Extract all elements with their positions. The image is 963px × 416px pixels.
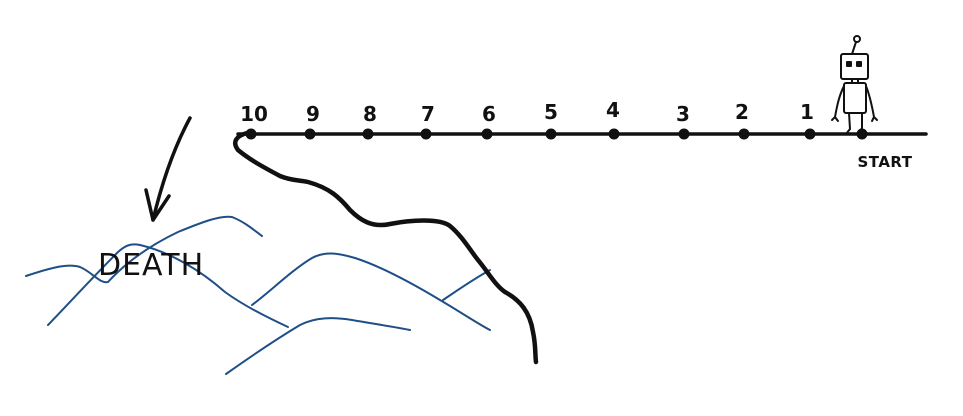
robot-antenna [851, 41, 857, 55]
point-10 [245, 128, 257, 140]
number-labels: 10 9 8 7 6 5 4 3 2 1 [240, 98, 814, 126]
robot-head [840, 53, 869, 80]
robot-arm-left [831, 85, 845, 122]
number-label-7: 7 [421, 102, 435, 126]
point-6 [481, 128, 493, 140]
arrow-down-left-icon [144, 116, 192, 222]
number-label-4: 4 [606, 98, 620, 122]
mountain-ridge-2 [47, 243, 289, 328]
mountain-ridge-3 [251, 252, 491, 331]
robot-eye-left [846, 61, 852, 67]
mountains [25, 215, 491, 375]
robot-leg-left [845, 112, 857, 135]
arrow-shaft [151, 116, 192, 222]
robot-leg-right [857, 112, 868, 135]
number-label-5: 5 [544, 100, 558, 124]
robot-antenna-tip [853, 35, 861, 43]
number-label-8: 8 [363, 102, 377, 126]
robot-body [843, 82, 867, 114]
mountain-ridge-5 [225, 317, 411, 375]
start-label: START [857, 153, 912, 171]
point-9 [304, 128, 316, 140]
robot-icon [831, 35, 878, 135]
number-label-3: 3 [676, 102, 690, 126]
cliff-edge [233, 130, 539, 365]
robot-eye-right [856, 61, 862, 67]
point-5 [545, 128, 557, 140]
number-label-10: 10 [240, 102, 268, 126]
point-8 [362, 128, 374, 140]
number-label-6: 6 [482, 102, 496, 126]
point-2 [738, 128, 750, 140]
point-4 [608, 128, 620, 140]
point-1 [804, 128, 816, 140]
robot-arm-right [865, 85, 878, 122]
death-label: DEATH [98, 248, 204, 283]
number-label-1: 1 [800, 100, 814, 124]
arrow-head [144, 188, 171, 222]
number-label-2: 2 [735, 100, 749, 124]
point-7 [420, 128, 432, 140]
point-3 [678, 128, 690, 140]
mountain-ridge-4 [442, 269, 491, 301]
mountain-ridge-1 [25, 215, 263, 284]
number-label-9: 9 [306, 102, 320, 126]
